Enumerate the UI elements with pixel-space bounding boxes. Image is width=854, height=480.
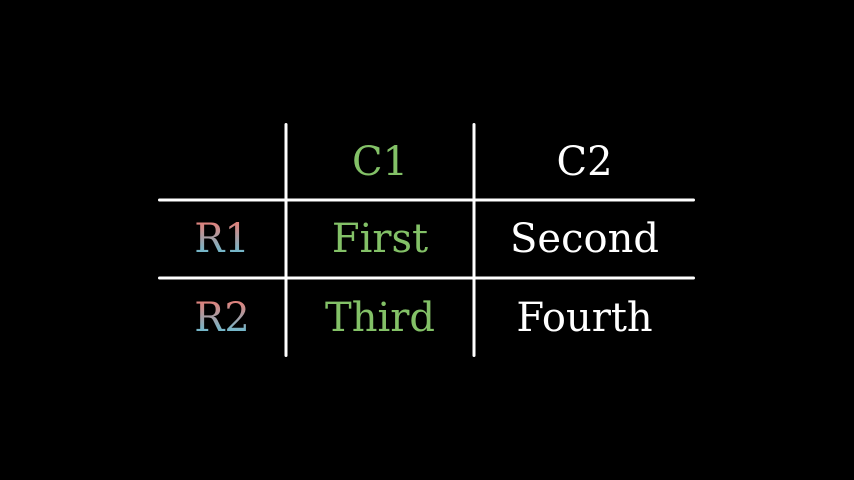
column-header-c1-label: C1 <box>351 138 409 185</box>
table-grid: C1 C2 R1 First Second R2 Third Fourth <box>158 123 695 357</box>
table-corner-cell <box>158 123 286 200</box>
cell-r2c1-label: Third <box>325 294 435 341</box>
cell-r1c1: First <box>286 200 474 278</box>
row-header-r2: R2 <box>158 278 286 357</box>
cell-r1c1-label: First <box>331 216 429 262</box>
row-header-r1: R1 <box>158 200 286 278</box>
table-vertical-line-1 <box>284 123 288 357</box>
table-vertical-line-2 <box>472 123 476 357</box>
row-header-r2-label: R2 <box>194 294 250 341</box>
column-header-c2-label: C2 <box>556 138 613 185</box>
row-header-r1-label: R1 <box>194 216 250 262</box>
column-header-c2: C2 <box>474 123 695 200</box>
cell-r1c2-label: Second <box>510 216 659 262</box>
table: C1 C2 R1 First Second R2 Third Fourth <box>158 123 695 357</box>
column-header-c1: C1 <box>286 123 474 200</box>
cell-r2c1: Third <box>286 278 474 357</box>
cell-r1c2: Second <box>474 200 695 278</box>
cell-r2c2: Fourth <box>474 278 695 357</box>
table-horizontal-line-2 <box>158 276 695 280</box>
cell-r2c2-label: Fourth <box>516 294 653 341</box>
table-horizontal-line-1 <box>158 198 695 202</box>
